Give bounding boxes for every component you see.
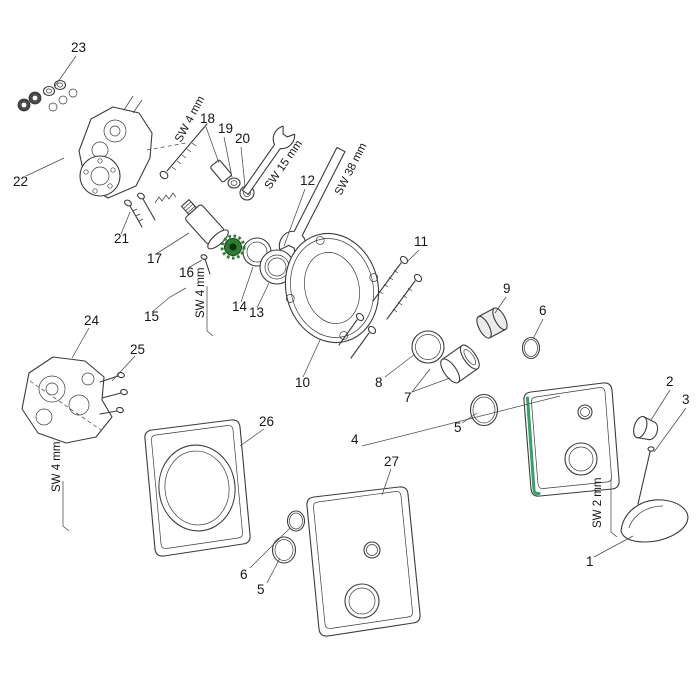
threaded-ring <box>411 330 445 364</box>
part-label-5-right: 5 <box>454 420 462 435</box>
part-label-14: 14 <box>232 299 248 314</box>
extension-piece <box>476 307 508 339</box>
part-label-22: 22 <box>13 174 28 189</box>
part-label-20: 20 <box>235 131 250 146</box>
part-label-19: 19 <box>218 121 233 136</box>
green-knob-teeth <box>220 234 246 260</box>
o-ring-6-right <box>521 336 541 360</box>
part-label-6-right: 6 <box>539 303 547 318</box>
part-label-12: 12 <box>300 173 315 188</box>
tool-label-sw2: SW 2 mm <box>592 478 604 528</box>
part-label-23: 23 <box>71 40 86 55</box>
allen-key-4mm <box>206 286 214 337</box>
part-label-25: 25 <box>130 342 145 357</box>
o-ring-5-bottom <box>271 536 297 564</box>
fixing-screws <box>124 192 156 228</box>
trim-plate-bottom <box>306 486 421 637</box>
handle-lever <box>620 499 689 543</box>
stop-sleeve <box>440 344 480 384</box>
escutcheon-ring <box>284 232 380 344</box>
part-label-10: 10 <box>295 375 310 390</box>
part-label-6-bottom: 6 <box>240 567 248 582</box>
part-label-15: 15 <box>144 309 159 324</box>
tool-label-sw4-left: SW 4 mm <box>51 442 63 492</box>
part-label-5-bottom: 5 <box>257 582 265 597</box>
green-seal-edge <box>526 396 541 496</box>
part-label-13: 13 <box>249 305 264 320</box>
open-end-wrench-38 <box>278 146 346 259</box>
small-screw-16 <box>200 254 211 275</box>
handle-screw-pin <box>637 446 655 505</box>
mounting-screws <box>338 255 423 359</box>
o-ring-6-bottom <box>286 510 306 532</box>
part-label-21: 21 <box>114 231 129 246</box>
part-label-9: 9 <box>503 281 511 296</box>
part-label-11: 11 <box>414 234 428 249</box>
trim-plate-right <box>523 382 620 497</box>
part-label-17: 17 <box>147 251 162 266</box>
part-label-8: 8 <box>375 375 383 390</box>
handle-cap <box>633 415 659 441</box>
wall-mounting-plate <box>21 356 128 444</box>
basic-body <box>78 95 187 199</box>
allen-key-2mm <box>610 479 618 538</box>
part-label-3: 3 <box>682 392 690 407</box>
part-label-18: 18 <box>200 111 215 126</box>
part-label-1: 1 <box>586 554 594 569</box>
part-label-2: 2 <box>666 374 674 389</box>
allen-key-4mm-left <box>62 481 70 532</box>
sleeve-plate <box>144 419 251 557</box>
part-label-26: 26 <box>259 414 274 429</box>
leader-lines <box>25 55 687 584</box>
part-label-4: 4 <box>351 432 359 447</box>
o-ring-5-right <box>469 393 499 427</box>
part-labels: 23 22 18 19 20 12 21 17 16 15 14 13 11 1… <box>13 40 690 597</box>
long-screw <box>159 123 208 180</box>
seal-grommet-stack <box>17 79 78 112</box>
part-label-16: 16 <box>179 265 194 280</box>
tool-label-sw4-mid: SW 4 mm <box>195 268 207 318</box>
part-label-7: 7 <box>404 390 412 405</box>
thermostat-cartridge <box>180 199 246 260</box>
clip-spring <box>154 192 177 204</box>
open-end-wrench-15 <box>241 125 296 195</box>
part-label-24: 24 <box>84 313 100 328</box>
part-label-27: 27 <box>384 454 399 469</box>
